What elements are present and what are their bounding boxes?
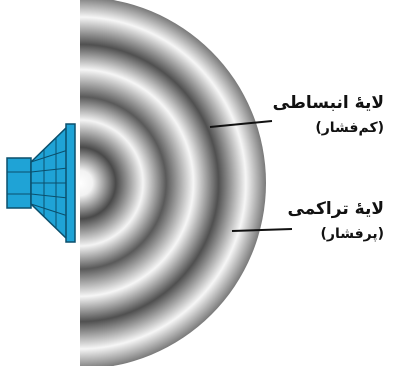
compression-subtitle: (پرفشار) — [287, 226, 384, 242]
compression-label: لایهٔ تراکمی (پرفشار) — [287, 200, 384, 242]
rarefaction-title: لایهٔ انبساطی — [273, 94, 384, 114]
rarefaction-subtitle: (کم‌فشار) — [273, 120, 384, 136]
rarefaction-label: لایهٔ انبساطی (کم‌فشار) — [273, 94, 384, 136]
compression-title: لایهٔ تراکمی — [287, 200, 384, 220]
loudspeaker-icon — [7, 124, 75, 242]
